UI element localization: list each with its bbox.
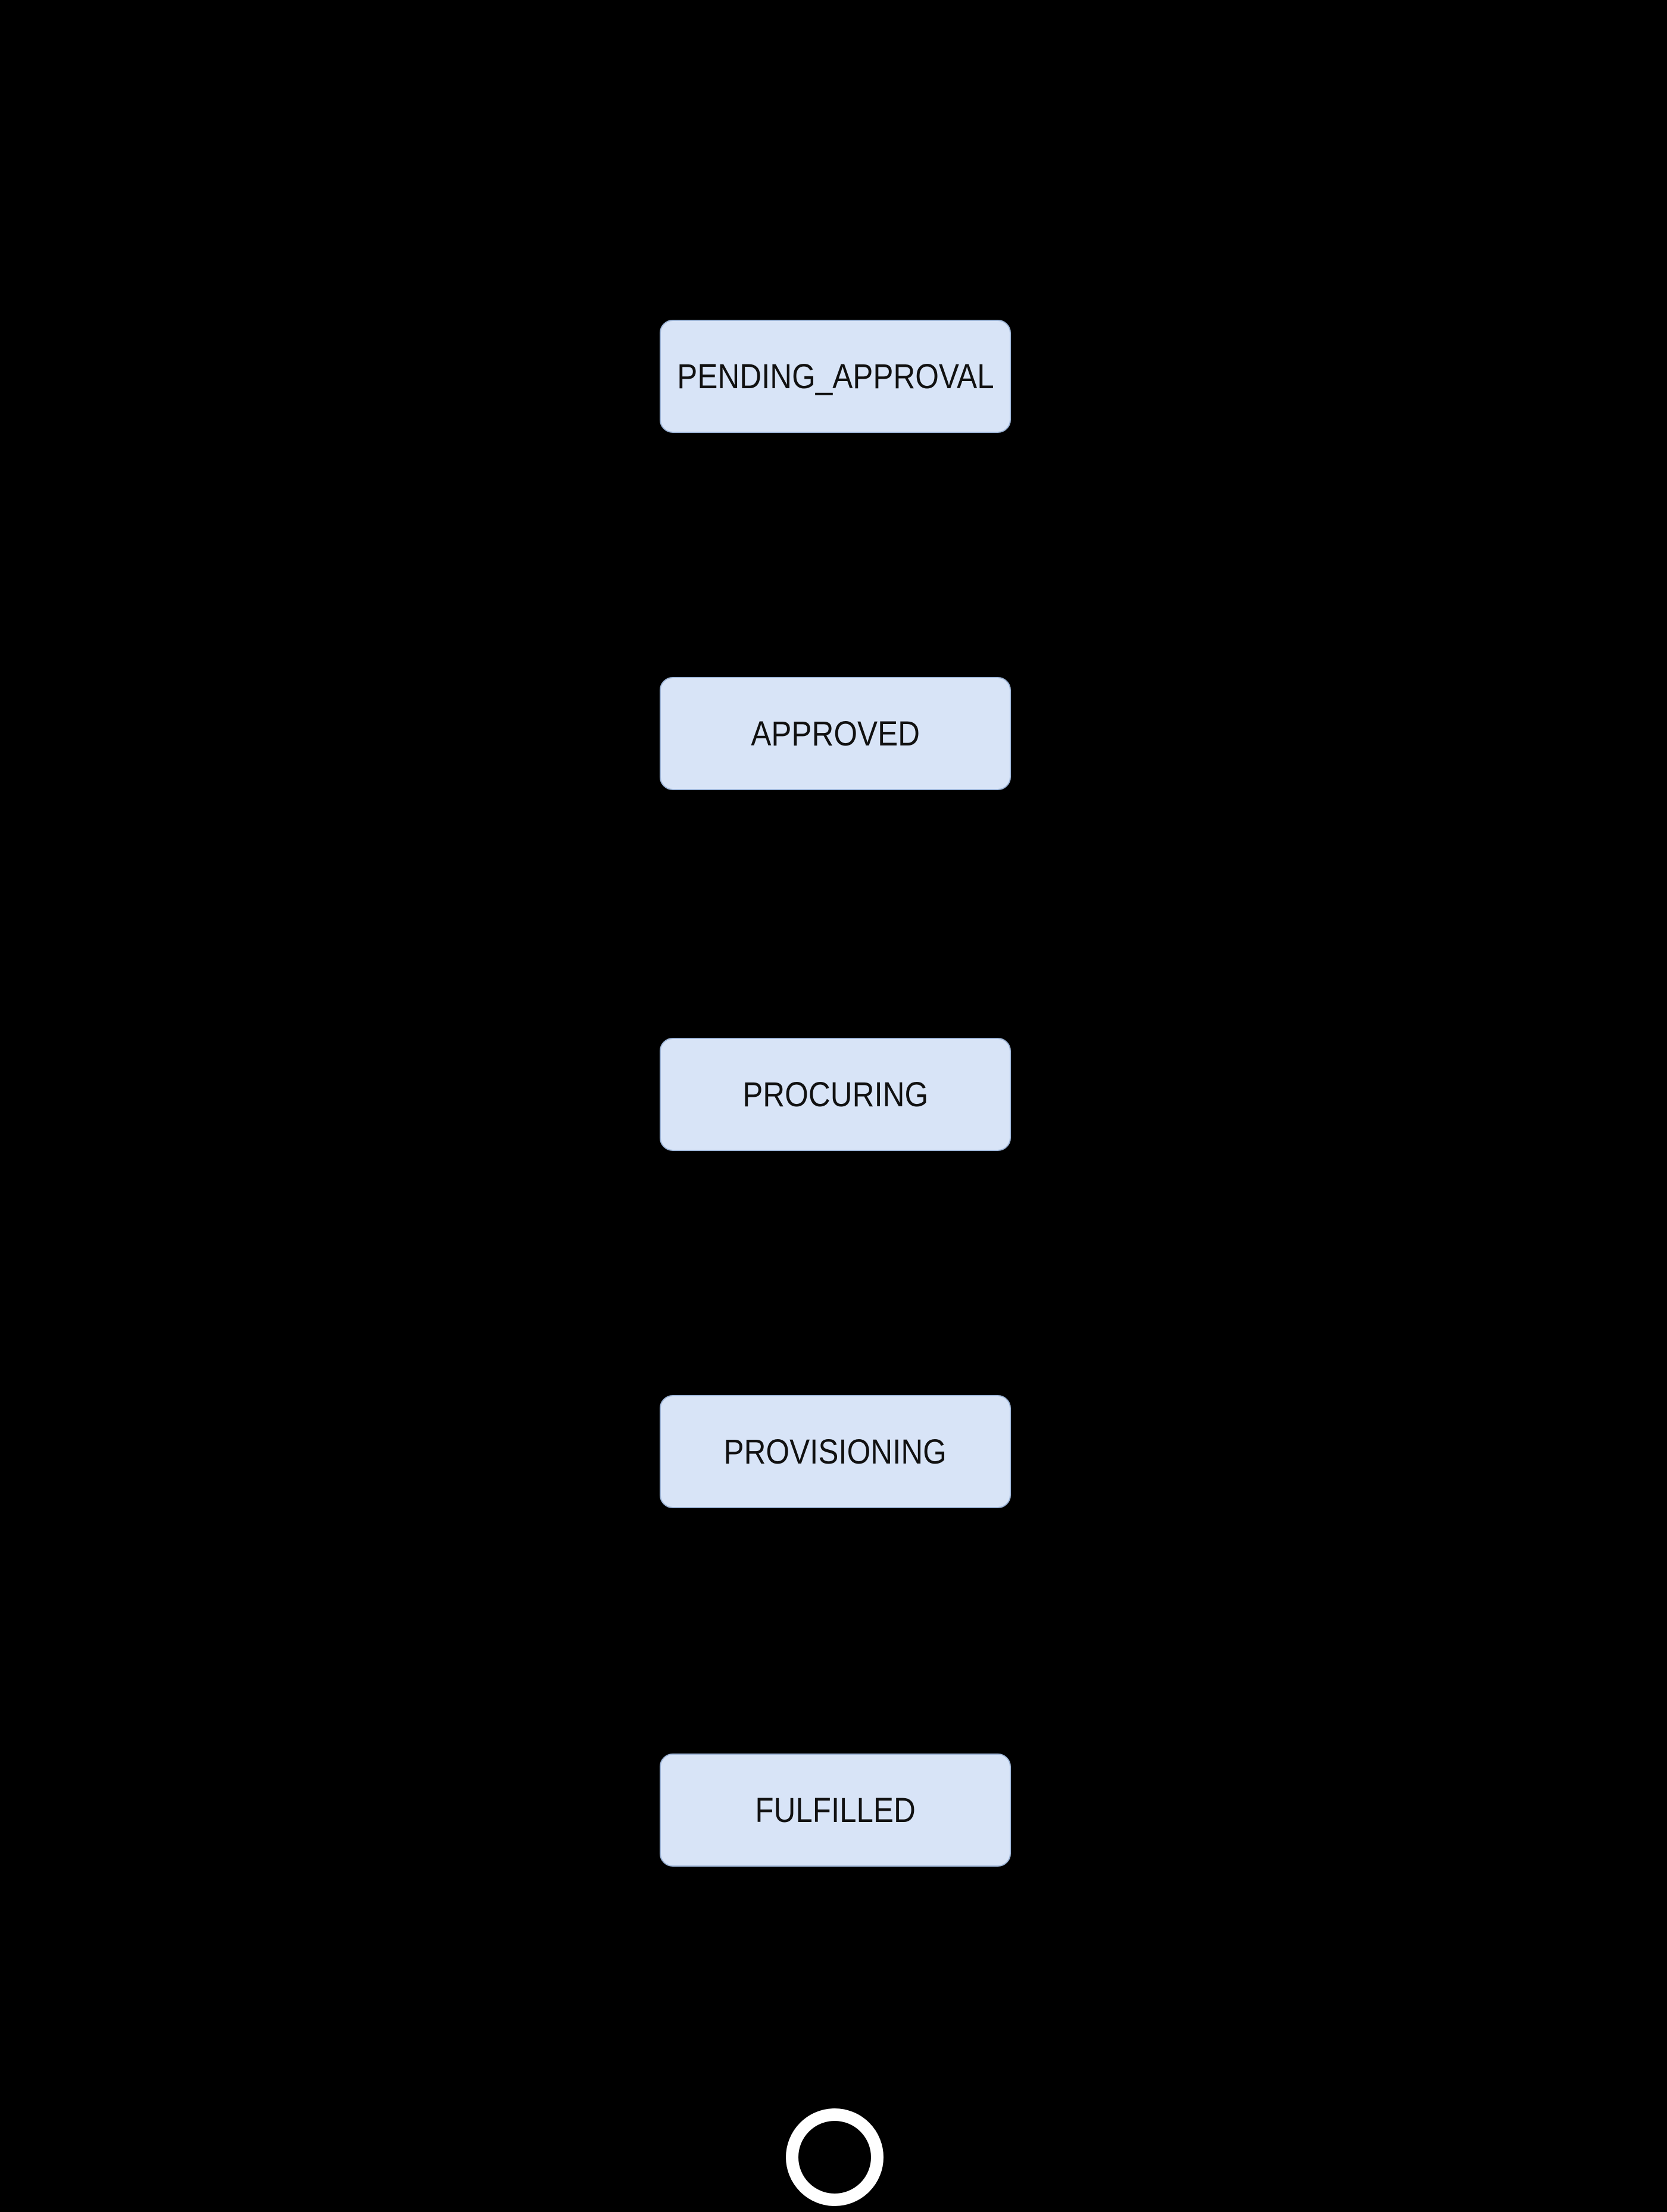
final-state-circle-icon: [786, 2108, 884, 2206]
state-node-approved: APPROVED: [660, 677, 1011, 790]
state-label: APPROVED: [751, 714, 920, 753]
state-label: PROCURING: [742, 1075, 928, 1114]
state-label: PENDING_APPROVAL: [676, 357, 994, 396]
state-label: FULFILLED: [755, 1790, 916, 1830]
state-node-provisioning: PROVISIONING: [660, 1395, 1011, 1508]
state-label: PROVISIONING: [723, 1432, 947, 1471]
state-node-procuring: PROCURING: [660, 1038, 1011, 1151]
state-node-fulfilled: FULFILLED: [660, 1754, 1011, 1867]
state-node-pending-approval: PENDING_APPROVAL: [660, 320, 1011, 433]
